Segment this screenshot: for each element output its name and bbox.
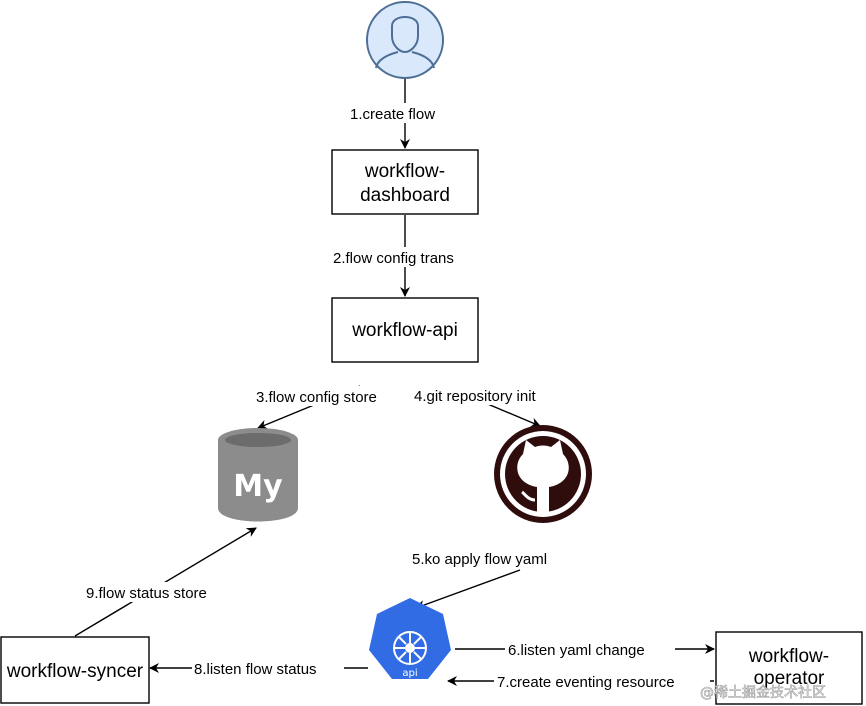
watermark: @稀土掘金技术社区 (700, 685, 826, 701)
edge-label-create-flow: 1.create flow (350, 106, 435, 123)
edge-label-ko-apply-flow-yaml: 5.ko apply flow yaml (412, 551, 547, 568)
workflow-operator-label-line1: workflow- (748, 646, 829, 667)
workflow-operator-node: workflow- operator (715, 631, 863, 705)
edge-label-listen-flow-status: 8.listen flow status (194, 661, 317, 678)
mysql-icon: My (218, 428, 298, 522)
workflow-operator-label-line2: operator (754, 668, 825, 689)
edge-label-git-repository-init: 4.git repository init (414, 388, 537, 405)
github-icon (494, 425, 592, 523)
edge-ko-apply-flow-yaml (415, 569, 521, 610)
workflow-syncer-label: workflow-syncer (6, 661, 144, 682)
workflow-api-label: workflow-api (351, 320, 458, 341)
workflow-dashboard-node: workflow- dashboard (331, 149, 479, 215)
kubernetes-api-icon: api (369, 598, 451, 679)
kubernetes-api-logo-text: api (402, 668, 417, 679)
workflow-dashboard-label-line2: dashboard (360, 185, 450, 206)
workflow-api-node: workflow-api (331, 297, 479, 363)
edge-label-flow-status-store: 9.flow status store (86, 585, 207, 602)
user-icon (366, 1, 444, 79)
workflow-dashboard-label-line1: workflow- (364, 161, 445, 182)
edge-label-flow-config-trans: 2.flow config trans (333, 250, 454, 267)
edge-label-create-eventing-resource: 7.create eventing resource (497, 674, 675, 691)
edge-label-flow-config-store: 3.flow config store (256, 389, 377, 406)
workflow-syncer-node: workflow-syncer (0, 636, 150, 704)
mysql-logo-text: My (233, 469, 283, 504)
edge-label-listen-yaml-change: 6.listen yaml change (508, 642, 645, 659)
